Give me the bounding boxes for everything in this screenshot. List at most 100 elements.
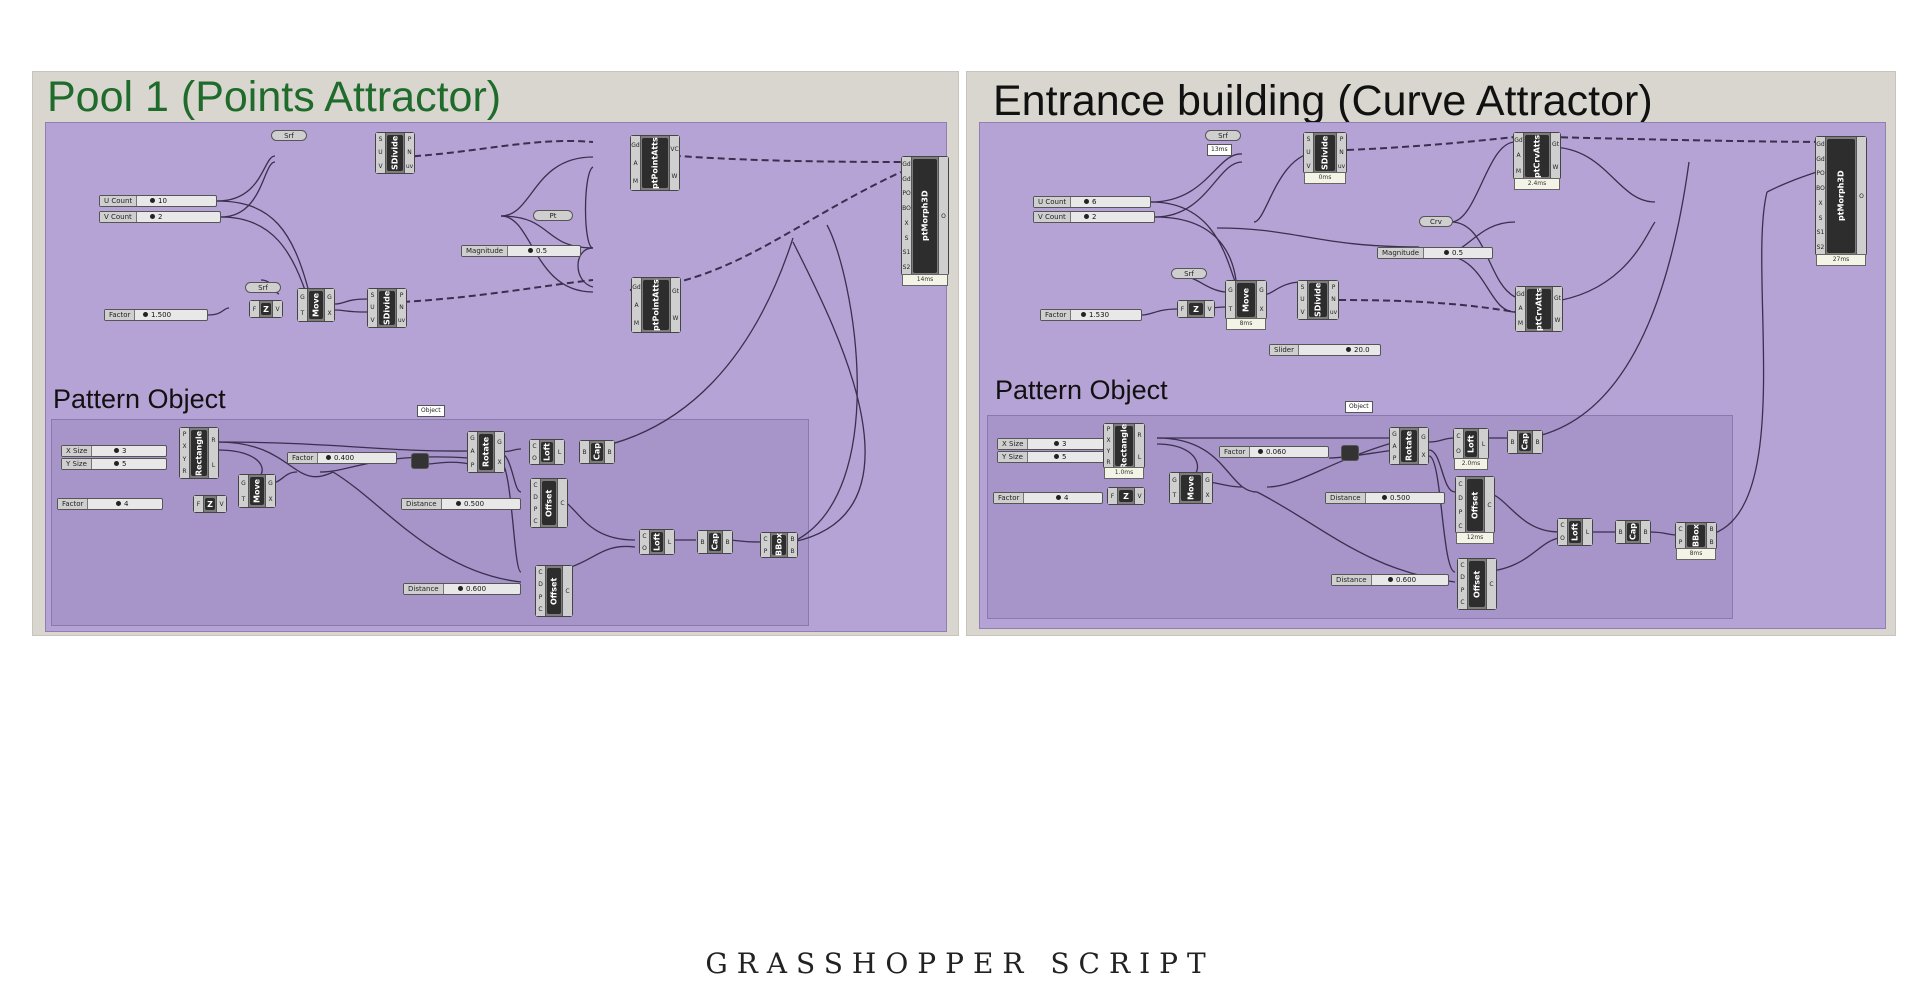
slider-label: Magnitude xyxy=(1378,248,1425,258)
component-name: Cap xyxy=(1627,523,1639,541)
srf-param[interactable]: Srf xyxy=(1205,130,1241,141)
component-name: Z xyxy=(1189,303,1203,315)
slider-label: Distance xyxy=(402,499,442,509)
curve-param[interactable]: Crv xyxy=(1419,216,1453,227)
timing-tag: 8ms xyxy=(1676,548,1716,560)
component-name: SDivide xyxy=(387,135,403,171)
left-canvas-title: Pool 1 (Points Attractor) xyxy=(47,73,502,121)
slider-label: X Size xyxy=(998,439,1029,449)
component-name: Z xyxy=(1119,490,1133,502)
slider-value: 3 xyxy=(114,446,126,456)
u-count-slider[interactable]: U Count 10 xyxy=(99,195,217,207)
slider-label: Distance xyxy=(404,584,444,594)
slider-value: 0.500 xyxy=(456,499,484,509)
object-tag: Object xyxy=(417,405,445,417)
component-name: Rotate xyxy=(479,434,493,470)
distance-slider[interactable]: Distance 0.500 xyxy=(401,498,521,510)
object-tag: Object xyxy=(1345,401,1373,413)
timing-tag: 8ms xyxy=(1226,318,1266,330)
component-name: ptCrvAtts xyxy=(1527,287,1551,331)
point-param[interactable]: Pt xyxy=(533,210,573,221)
timing-tag: 0ms xyxy=(1304,172,1346,184)
component-name: BBox xyxy=(1687,525,1705,547)
slider-value: 4 xyxy=(1056,493,1068,503)
slider-value: 10 xyxy=(150,196,167,206)
srf-param[interactable]: Srf xyxy=(245,282,281,293)
timing-tag: 2.4ms xyxy=(1514,178,1560,190)
component-name: SDivide xyxy=(1315,135,1335,171)
component-name: Loft xyxy=(1465,431,1477,457)
slider-label: U Count xyxy=(1034,197,1072,207)
slider-label: U Count xyxy=(100,196,138,206)
slider-label: Y Size xyxy=(62,459,92,469)
component-name: Offset xyxy=(1469,561,1485,607)
srf-param[interactable]: Srf xyxy=(271,130,307,141)
component-name: Z xyxy=(205,498,215,510)
right-pattern-group-label: Pattern Object xyxy=(995,375,1168,405)
srf-param[interactable]: Srf xyxy=(1171,268,1207,279)
toggle-component[interactable] xyxy=(1341,445,1359,461)
component-name: SDivide xyxy=(1309,283,1327,317)
component-name: SDivide xyxy=(379,291,395,325)
slider-label: Factor xyxy=(105,310,136,320)
component-name: ptPointAtts xyxy=(643,279,669,331)
toggle-component[interactable] xyxy=(411,453,429,469)
slider-label: Distance xyxy=(1326,493,1366,503)
